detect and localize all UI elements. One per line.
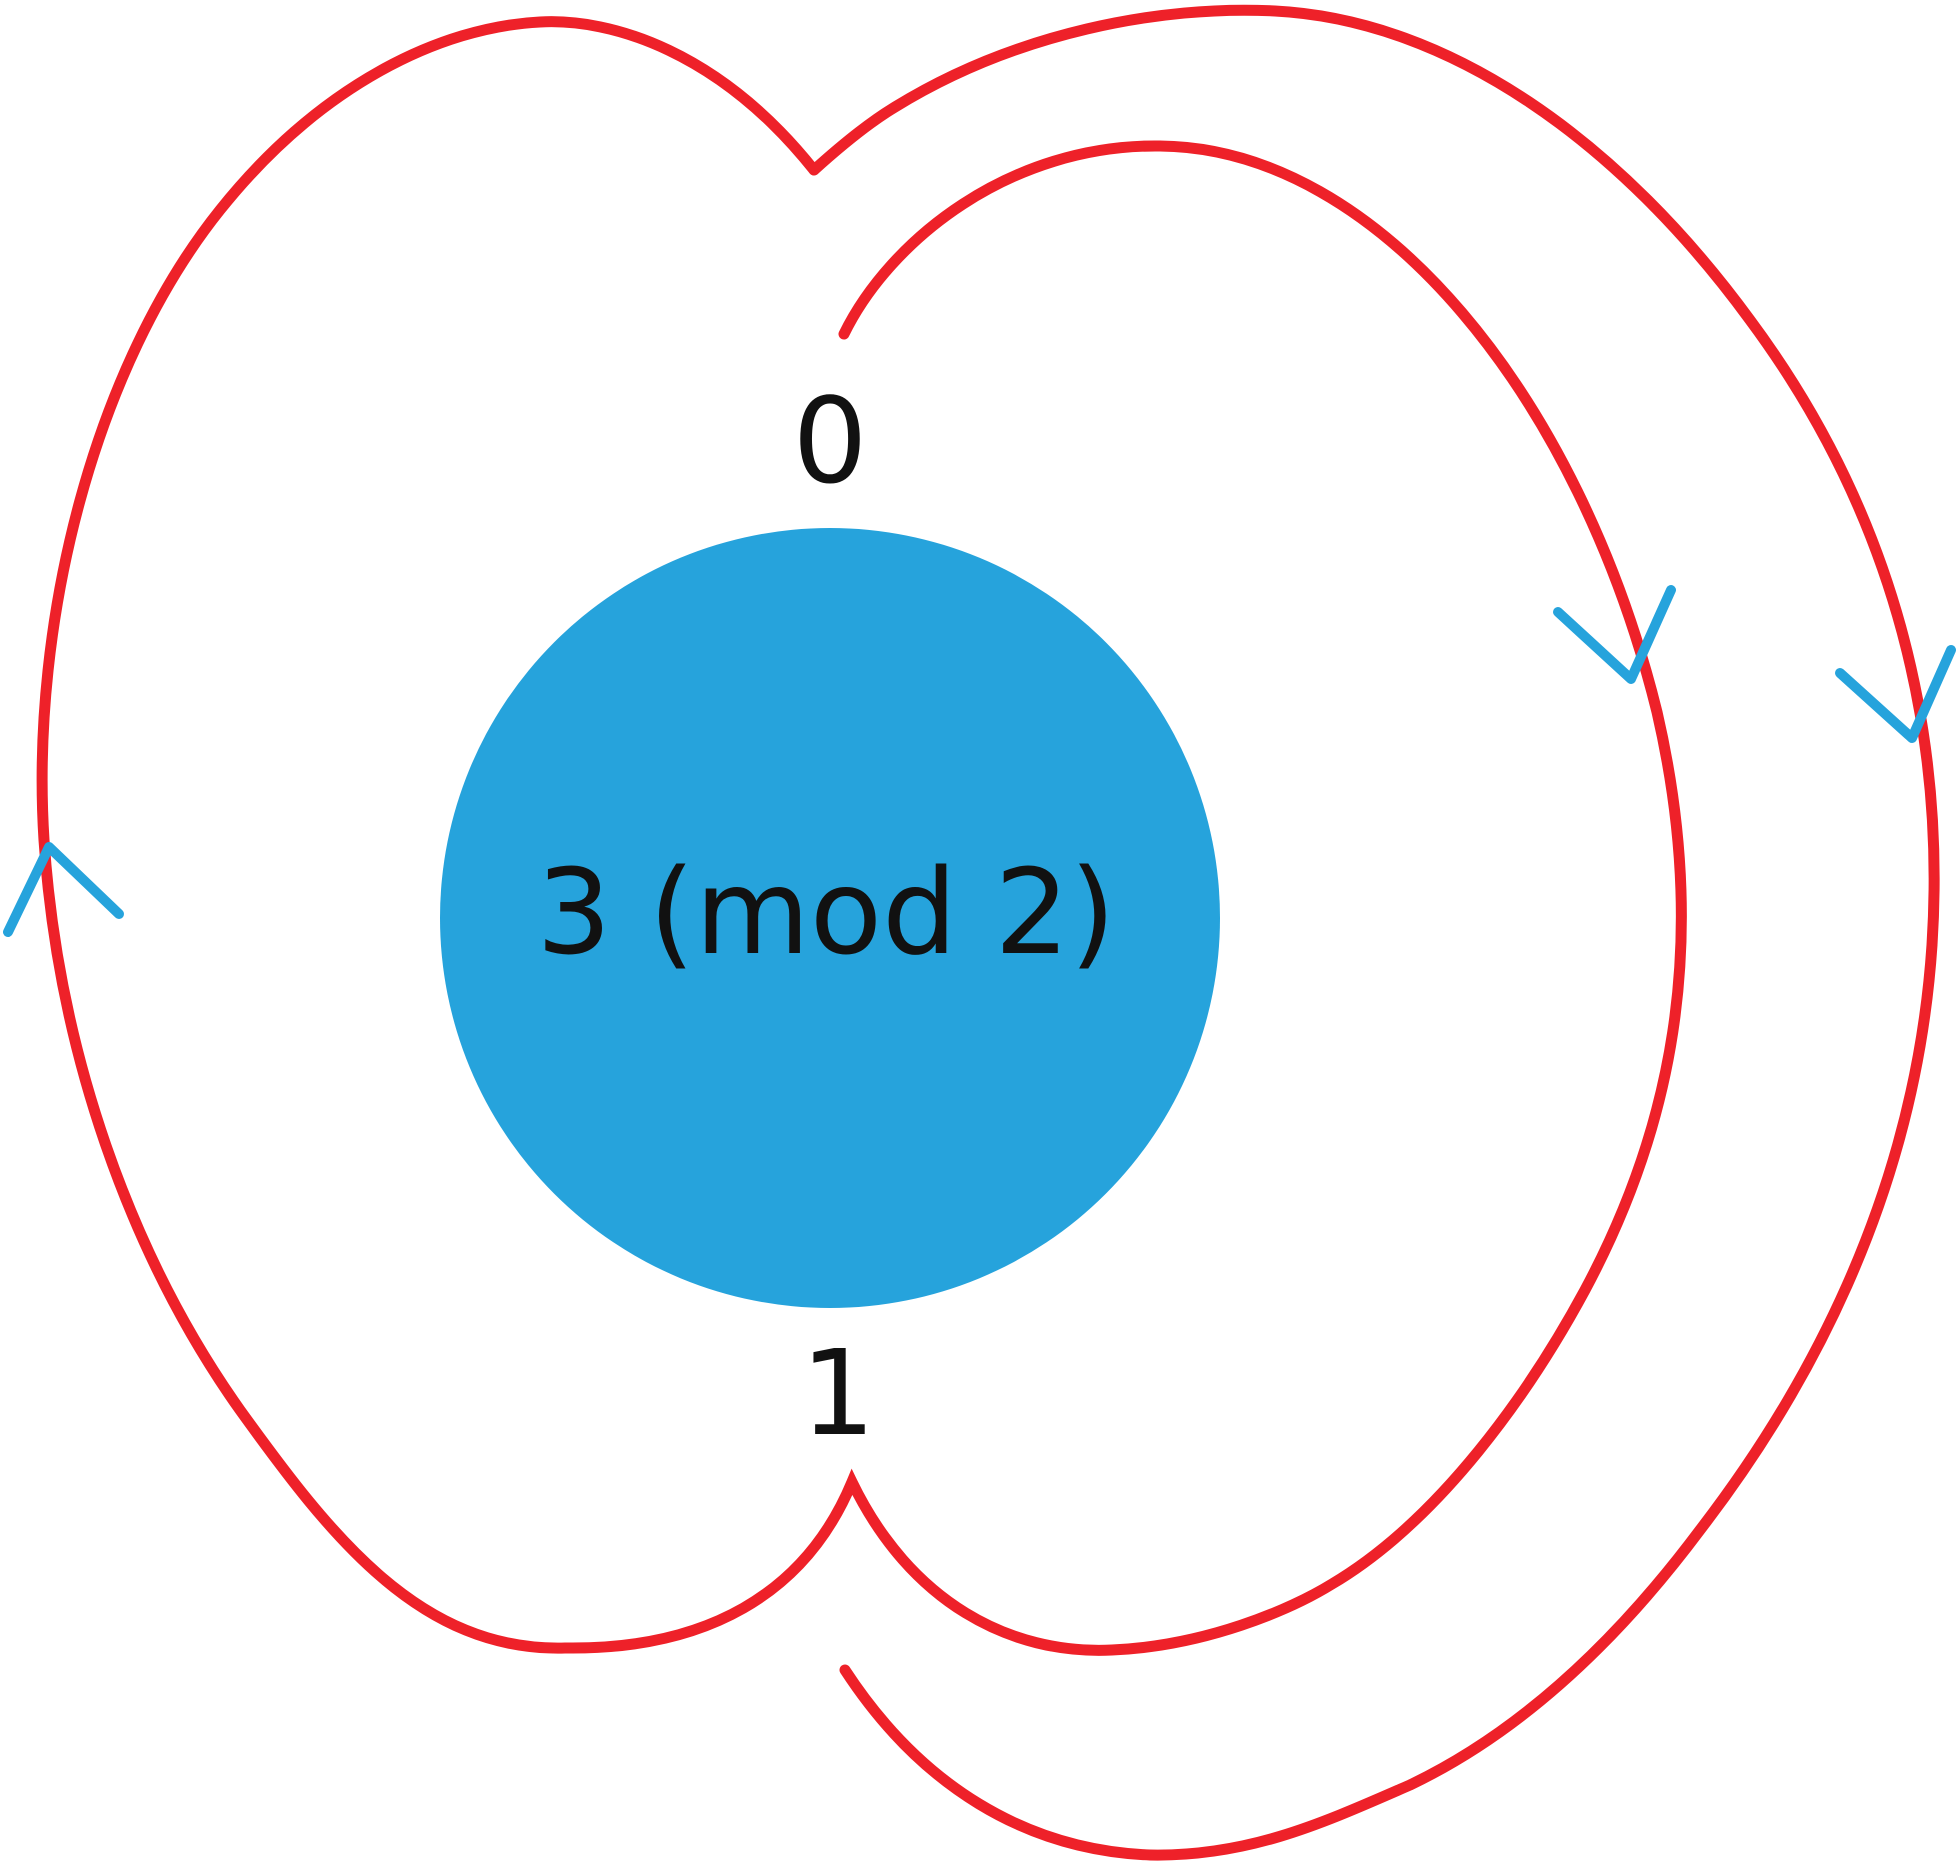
knot-strand-left-lobe xyxy=(36,16,1687,1656)
crossing-label-top: 0 xyxy=(792,372,867,510)
direction-arrow-inner-right xyxy=(1553,585,1676,684)
direction-arrow-left xyxy=(3,842,124,937)
crossing-label-bottom: 1 xyxy=(800,1324,875,1462)
direction-arrow-outer-right xyxy=(1835,645,1956,743)
center-disk xyxy=(440,528,1220,1308)
knot-strand-outer-right xyxy=(808,4,1940,1861)
disk-label: 3 (mod 2) xyxy=(536,843,1115,981)
